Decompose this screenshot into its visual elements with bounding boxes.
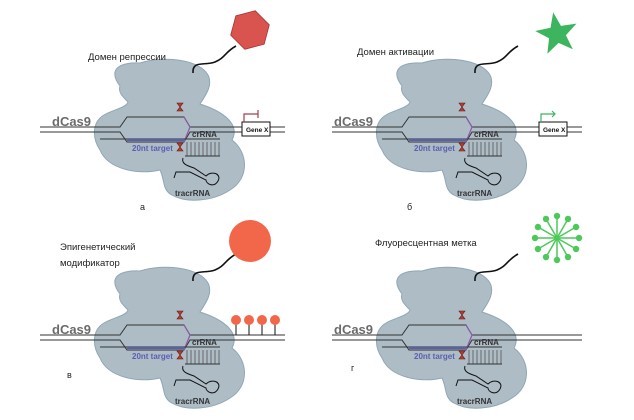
repressed-promoter-icon	[243, 110, 259, 122]
tracrrna-hairpin	[173, 365, 220, 394]
gene-box	[241, 121, 271, 137]
dcas9-protein-shape	[94, 58, 245, 201]
panel-b: Домен активации dCas9 crRNA 20nt target trac…	[332, 12, 582, 212]
fluorophore-dot	[564, 253, 572, 261]
fluorophore-ray	[545, 237, 558, 258]
inactivated-site-icon	[176, 102, 184, 112]
inactivated-site-icon	[176, 310, 184, 320]
target-label: 20nt target	[132, 352, 173, 361]
panel-a: Домен репрессии dCas9 crRNA 20nt target trac…	[40, 10, 285, 212]
dcas9-protein-shape	[376, 266, 527, 409]
linker	[474, 253, 519, 282]
fluorophore-ray	[537, 237, 558, 250]
fluorophore-dot	[564, 215, 572, 223]
inactivated-site-icon	[458, 142, 466, 152]
activation-domain-star-icon	[535, 12, 577, 54]
tracrrna-label: tracrRNA	[175, 189, 210, 198]
fluorophore-dot	[542, 253, 550, 261]
fluorophore-ray	[556, 237, 569, 258]
epigenetic-modifier-circle-icon	[229, 220, 271, 262]
gene-label: Gene X	[246, 127, 269, 134]
panel-title: Домен репрессии	[88, 52, 166, 63]
dcas9-label: dCas9	[334, 322, 373, 337]
dna-bottom-strand	[332, 131, 582, 143]
active-promoter-icon	[540, 110, 556, 122]
dna-bottom-strand	[332, 339, 582, 351]
fluorophore-dot	[572, 223, 580, 231]
dcas9-label: dCas9	[52, 322, 91, 337]
fluorophore-dot	[553, 212, 561, 220]
dcas9-label: dCas9	[334, 114, 373, 129]
panel-body: Домен активации dCas9 crRNA 20nt target trac…	[332, 12, 582, 212]
linker	[474, 45, 519, 74]
epigenetic-mark	[257, 315, 267, 325]
panel-letter: в	[67, 370, 72, 380]
target-label: 20nt target	[414, 352, 455, 361]
crrna-label: crRNA	[474, 130, 499, 139]
dna-bottom-strand	[40, 339, 285, 351]
tracrrna-hairpin	[455, 157, 502, 186]
fluorophore-ray	[556, 226, 577, 239]
inactivated-site-icon	[458, 102, 466, 112]
tracrrna-label: tracrRNA	[457, 397, 492, 406]
dna-bottom-strand	[40, 131, 285, 143]
tracrrna-label: tracrRNA	[457, 189, 492, 198]
target-label: 20nt target	[132, 144, 173, 153]
fluorophore-dot	[572, 245, 580, 253]
epigenetic-mark	[244, 315, 254, 325]
tracrrna-label: tracrRNA	[175, 397, 210, 406]
gene-box	[538, 121, 568, 137]
target-label: 20nt target	[414, 144, 455, 153]
fluorophore-dot	[534, 245, 542, 253]
panel-title: Домен активации	[357, 47, 434, 58]
fluorophore-ray	[556, 237, 577, 250]
fluorophore-dot	[534, 223, 542, 231]
inactivated-site-icon	[176, 142, 184, 152]
inactivated-site-icon	[458, 350, 466, 360]
gene-label: Gene X	[543, 127, 566, 134]
tracrrna-hairpin	[455, 365, 502, 394]
dna-top-strand	[40, 116, 285, 128]
inactivated-site-icon	[458, 310, 466, 320]
fluorophore-dot	[553, 256, 561, 264]
panel-v: Эпигенетический модификатор dCas9 crRNA 20nt…	[40, 220, 285, 409]
pam-segment	[465, 116, 473, 143]
panel-title: Флуоресцентная метка	[375, 238, 477, 249]
epigenetic-mark	[231, 315, 241, 325]
dna-top-strand	[332, 116, 582, 128]
dcas9-label: dCas9	[52, 114, 91, 129]
panel-title: модификатор	[60, 258, 120, 269]
crrna-label: crRNA	[474, 338, 499, 347]
fluorophore-dot	[531, 234, 539, 242]
dna-top-strand	[40, 324, 285, 336]
panel-g: Флуоресцентная метка dCas9 crRNA 20nt targe…	[332, 212, 583, 409]
dcas9-protein-shape	[376, 58, 527, 201]
fluorophore-dot	[575, 234, 583, 242]
panel-letter: б	[407, 202, 412, 212]
pam-segment	[183, 324, 191, 351]
panel-title: Эпигенетический	[60, 242, 135, 253]
pam-segment	[183, 116, 191, 143]
panel-body: Домен репрессии dCas9 crRNA 20nt target trac…	[40, 10, 285, 212]
fluorophore-ray	[545, 218, 558, 239]
crrna-label: crRNA	[192, 338, 217, 347]
panel-letter: а	[140, 202, 145, 212]
fluorophore-ray	[537, 226, 558, 239]
linker	[192, 45, 237, 74]
repression-domain-hexagon-icon	[230, 10, 270, 50]
panel-body: Эпигенетический модификатор dCas9 crRNA 20nt…	[40, 220, 285, 409]
fluorophore-ray	[556, 218, 569, 239]
inactivated-site-icon	[176, 350, 184, 360]
tracrrna-hairpin	[173, 157, 220, 186]
fluorophore-dot	[542, 215, 550, 223]
linker	[192, 253, 237, 282]
dna-top-strand	[332, 324, 582, 336]
crrna-label: crRNA	[192, 130, 217, 139]
pam-segment	[465, 324, 473, 351]
panel-letter: г	[351, 363, 355, 373]
dcas9-protein-shape	[94, 266, 245, 409]
panel-body: Флуоресцентная метка dCas9 crRNA 20nt targe…	[332, 212, 583, 409]
epigenetic-mark	[270, 315, 280, 325]
